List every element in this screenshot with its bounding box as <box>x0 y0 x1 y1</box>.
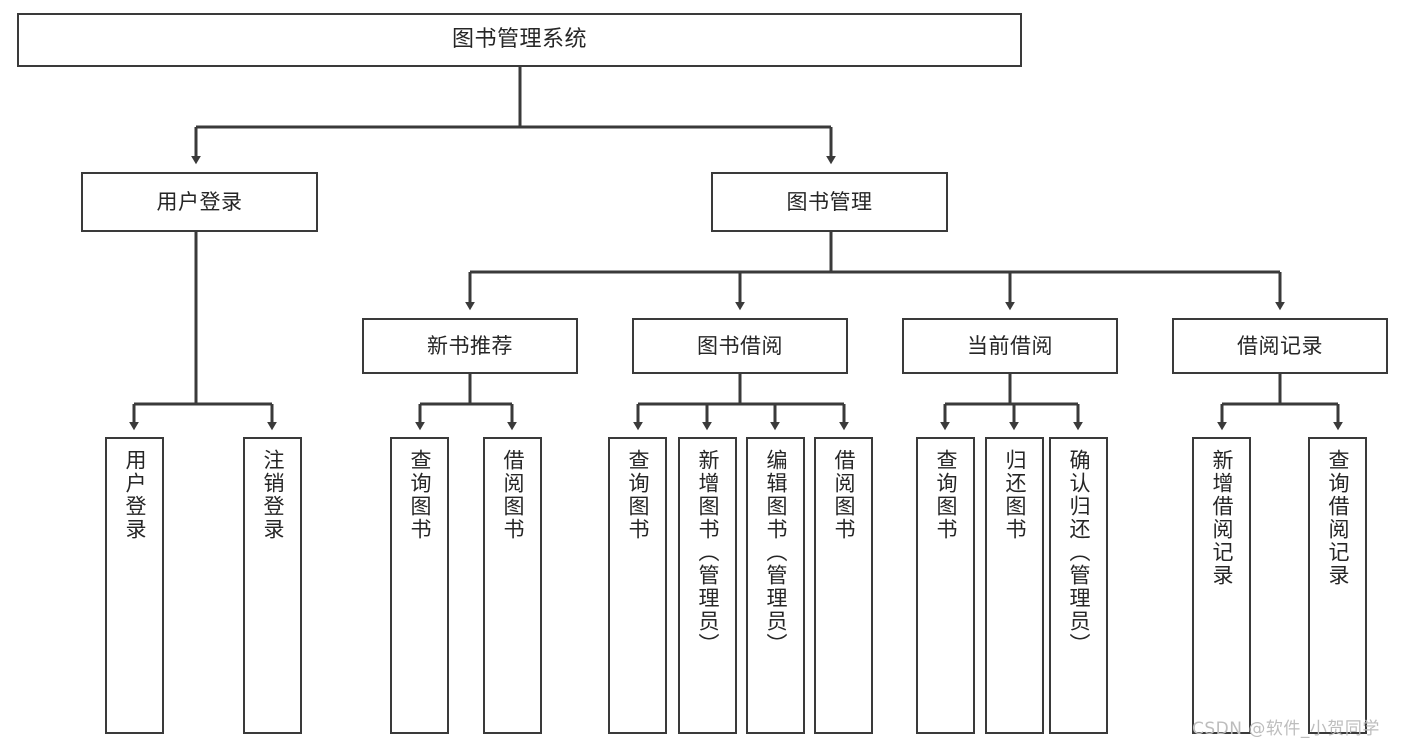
leaf-current-return-book[interactable]: 归还图书 <box>985 437 1044 734</box>
node-label: 图书借阅 <box>697 333 783 358</box>
node-new-book-recommend[interactable]: 新书推荐 <box>362 318 578 374</box>
leaf-borrow-edit-book-admin[interactable]: 编辑图书（管理员） <box>746 437 805 734</box>
node-borrow-record[interactable]: 借阅记录 <box>1172 318 1388 374</box>
leaf-current-query-book[interactable]: 查询图书 <box>916 437 975 734</box>
leaf-recommend-borrow-book[interactable]: 借阅图书 <box>483 437 542 734</box>
node-label: 查询图书 <box>408 449 432 541</box>
node-label: 借阅图书 <box>501 449 525 541</box>
leaf-recommend-query-book[interactable]: 查询图书 <box>390 437 449 734</box>
node-label: 用户登录 <box>156 189 243 214</box>
node-label: 归还图书 <box>1003 449 1027 541</box>
node-label: 借阅记录 <box>1237 333 1323 358</box>
node-label: 查询借阅记录 <box>1326 449 1350 587</box>
node-book-borrow[interactable]: 图书借阅 <box>632 318 848 374</box>
node-label: 图书管理 <box>786 189 873 214</box>
node-label: 新增图书（管理员） <box>696 449 720 656</box>
node-label: 编辑图书（管理员） <box>764 449 788 656</box>
node-label: 新增借阅记录 <box>1210 449 1234 587</box>
node-label: 新书推荐 <box>427 333 513 358</box>
node-label: 注销登录 <box>261 449 285 541</box>
node-current-borrow[interactable]: 当前借阅 <box>902 318 1118 374</box>
node-label: 图书管理系统 <box>451 27 587 53</box>
node-label: 借阅图书 <box>832 449 856 541</box>
node-label: 查询图书 <box>626 449 650 541</box>
leaf-borrow-borrow-book[interactable]: 借阅图书 <box>814 437 873 734</box>
node-root-system[interactable]: 图书管理系统 <box>17 13 1022 67</box>
node-label: 确认归还（管理员） <box>1067 449 1091 656</box>
leaf-user-login-signout[interactable]: 注销登录 <box>243 437 302 734</box>
node-label: 查询图书 <box>934 449 958 541</box>
node-user-login[interactable]: 用户登录 <box>81 172 318 232</box>
csdn-watermark: CSDN @软件_小贺同学 <box>1192 719 1380 739</box>
node-label: 当前借阅 <box>967 333 1053 358</box>
leaf-current-confirm-return-admin[interactable]: 确认归还（管理员） <box>1049 437 1108 734</box>
node-label: 用户登录 <box>123 449 147 541</box>
leaf-borrow-add-book-admin[interactable]: 新增图书（管理员） <box>678 437 737 734</box>
leaf-record-add-borrow-record[interactable]: 新增借阅记录 <box>1192 437 1251 734</box>
node-book-management[interactable]: 图书管理 <box>711 172 948 232</box>
leaf-user-login-signin[interactable]: 用户登录 <box>105 437 164 734</box>
leaf-record-query-borrow-record[interactable]: 查询借阅记录 <box>1308 437 1367 734</box>
leaf-borrow-query-book[interactable]: 查询图书 <box>608 437 667 734</box>
